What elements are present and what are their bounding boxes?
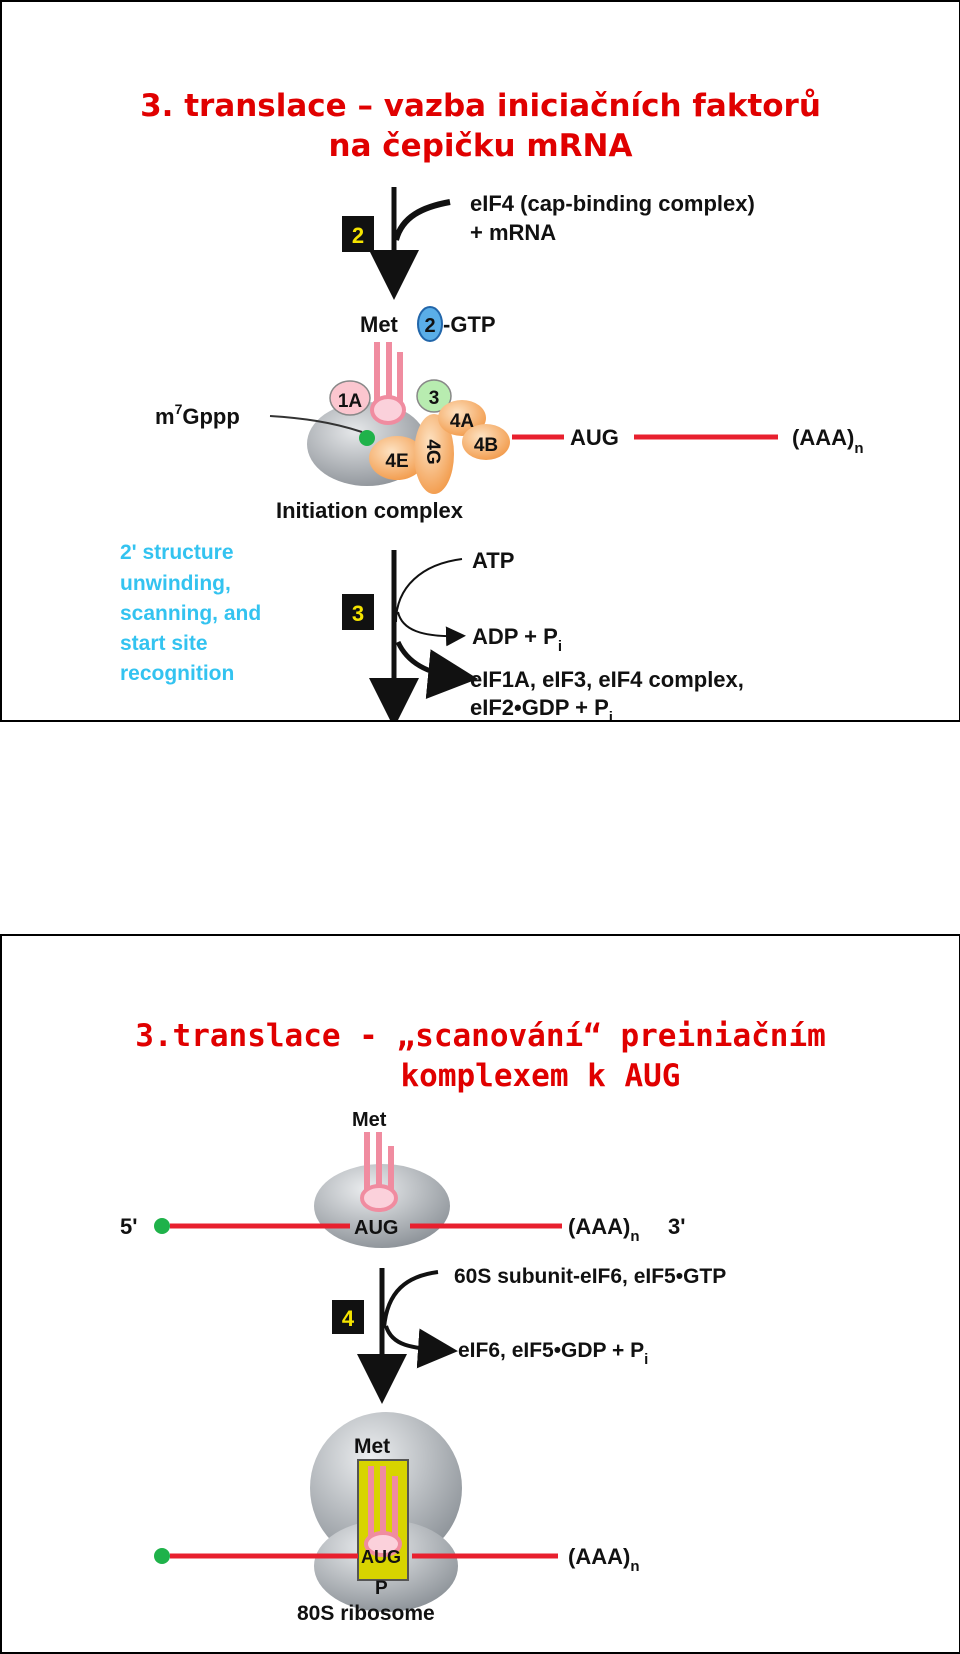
eif1a-label: 1A xyxy=(338,391,363,412)
eif4g-label: 4G xyxy=(422,439,443,464)
release-label-slide-2: eIF6, eIF5•GDP + Pi xyxy=(458,1339,648,1368)
atp-curve xyxy=(395,558,463,623)
mrna-label: + mRNA xyxy=(470,220,556,245)
initiation-diagram: 2 eIF4 (cap-binding complex) + mRNA Met … xyxy=(120,187,864,720)
adp-arrow xyxy=(397,611,466,647)
initiation-complex-label: Initiation complex xyxy=(276,498,464,523)
trna-loop-top xyxy=(360,1184,398,1212)
slide-2-title-line-2: komplexem k AUG xyxy=(400,1058,681,1095)
slide-2-title-line-1: 3.translace - „scanování“ preiniačním xyxy=(135,1018,826,1054)
p-site-label: P xyxy=(375,1578,388,1599)
ribosome-label: 80S ribosome xyxy=(297,1602,435,1625)
gtp-label: -GTP xyxy=(443,312,496,337)
slide-1-title-line-2: na čepičku mRNA xyxy=(328,128,633,165)
aug-label-top: AUG xyxy=(354,1217,398,1239)
met-label: Met xyxy=(360,312,399,337)
cap-connector xyxy=(269,415,363,433)
eif4a-label: 4A xyxy=(450,411,475,432)
release-label-2: eIF2•GDP + Pi xyxy=(470,695,613,720)
slide-1-title-line-1: 3. translace – vazba iniciačních faktorů xyxy=(140,88,821,124)
atp-label: ATP xyxy=(472,548,514,573)
aug-label: AUG xyxy=(570,425,619,450)
subunit-curve xyxy=(382,1270,439,1329)
eif4-curve xyxy=(393,199,451,241)
trna-loop xyxy=(370,395,406,425)
eif4-label: eIF4 (cap-binding complex) xyxy=(470,191,755,216)
trna-stem-top xyxy=(364,1132,394,1191)
eif4b-label: 4B xyxy=(474,435,498,456)
aug-label-bottom: AUG xyxy=(361,1547,401,1567)
slide-2: 3.translace - „scanování“ preiniačním ko… xyxy=(0,934,960,1654)
cap-dot-bottom xyxy=(154,1548,170,1564)
eif4e-label: 4E xyxy=(385,451,408,472)
adp-label: ADP + Pi xyxy=(472,624,562,655)
eif3-label: 3 xyxy=(429,388,440,409)
slide-1: 3. translace – vazba iniciačních faktorů… xyxy=(0,0,960,722)
subunit-label: 60S subunit-eIF6, eIF5•GTP xyxy=(454,1265,726,1288)
eif4e-factor xyxy=(369,436,425,480)
cap-dot xyxy=(359,430,375,446)
three-prime-label: 3' xyxy=(668,1214,685,1239)
eif2-factor xyxy=(417,306,443,342)
trna-stem-bottom xyxy=(368,1466,398,1536)
structure-note: 2' structure unwinding, scanning, and st… xyxy=(120,541,267,685)
release-arrow-2 xyxy=(384,1325,458,1369)
met-label-top: Met xyxy=(352,1109,387,1131)
scanning-diagram: Met 5' AUG (AAA)n 3' 4 60S subunit-eIF6,… xyxy=(120,1109,726,1625)
step-4-box xyxy=(332,1300,364,1334)
step-2-box xyxy=(342,216,374,252)
trna-stem xyxy=(374,342,403,402)
eif4b-factor xyxy=(462,424,510,460)
polya-label-bottom: (AAA)n xyxy=(568,1544,640,1575)
slide-1-title: 3. translace – vazba iniciačních faktorů… xyxy=(2,86,959,167)
release-arrow xyxy=(395,640,478,699)
eif3-factor xyxy=(416,379,452,413)
step-3-number: 3 xyxy=(352,601,364,626)
slide-2-title: 3.translace - „scanování“ preiniačním ko… xyxy=(2,1016,959,1097)
cap-dot-top xyxy=(154,1218,170,1234)
trna-loop-bottom xyxy=(364,1531,402,1557)
eif1a-factor xyxy=(329,380,371,416)
step-2-number: 2 xyxy=(352,223,364,248)
eif4g-factor xyxy=(414,414,454,494)
polya-label: (AAA)n xyxy=(792,425,864,457)
step-4-number: 4 xyxy=(342,1306,355,1331)
eif2-label: 2 xyxy=(424,315,435,337)
cap-label: m7Gppp xyxy=(155,401,240,429)
polya-label-top: (AAA)n xyxy=(568,1214,640,1245)
step-3-box xyxy=(342,594,374,630)
met-label-bottom: Met xyxy=(354,1435,390,1458)
five-prime-label: 5' xyxy=(120,1214,137,1239)
release-label-1: eIF1A, eIF3, eIF4 complex, xyxy=(470,667,744,692)
